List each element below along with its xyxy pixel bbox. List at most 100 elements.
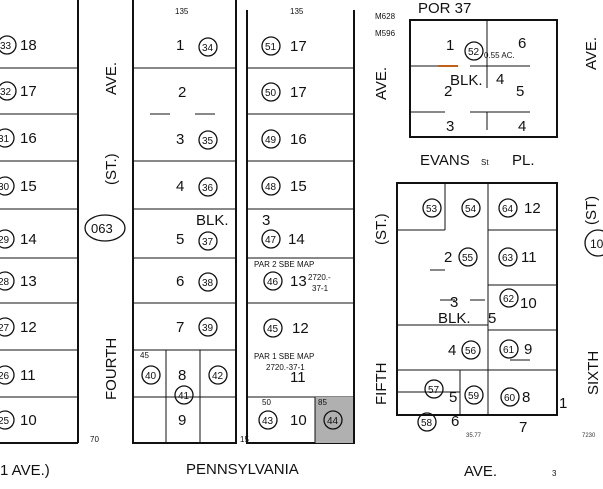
map-label: 25 — [0, 416, 10, 427]
map-label: 8 — [178, 367, 186, 384]
map-label: 61 — [503, 345, 515, 356]
map-label: 38 — [202, 278, 214, 289]
map-label: 37-1 — [312, 284, 329, 293]
lot-line — [409, 19, 558, 138]
map-label: 56 — [465, 346, 477, 357]
parcel-number-circle — [198, 177, 218, 197]
map-label: 49 — [265, 135, 277, 146]
left-lot-10: 25 10 — [0, 410, 37, 430]
map-label: 51 — [265, 42, 277, 53]
map-element — [84, 214, 126, 242]
map-label: BLK. — [196, 212, 229, 229]
parcel-number-circle — [323, 410, 343, 430]
map-label: 16 — [20, 130, 37, 147]
street-fifth-st: (ST.) — [373, 213, 390, 245]
parcel-number-circle — [0, 35, 17, 55]
page-mark: 3 — [552, 469, 557, 478]
map-label: 50 — [262, 398, 271, 407]
map-label: 3 — [176, 131, 184, 148]
parcel-number-circle — [499, 288, 519, 308]
map-label: BLK. — [438, 310, 471, 327]
map-label: 42 — [212, 371, 224, 382]
street-fourth-ave: AVE. — [103, 62, 120, 95]
map-label: 135 — [290, 7, 304, 16]
map-label: 45 — [140, 351, 149, 360]
map-label: 43 — [262, 416, 274, 427]
parcel-number-circle — [198, 37, 218, 57]
map-label: 14 — [288, 231, 305, 248]
parcel-number-circle — [417, 412, 437, 432]
map-label: 40 — [145, 371, 157, 382]
map-label: 3 — [446, 118, 454, 135]
map-label: 7 — [176, 319, 184, 336]
parcel-number-circle — [261, 36, 281, 56]
left-lot-13: 28 13 — [0, 271, 37, 291]
map-label: 37 — [202, 237, 214, 248]
map-label: 32 — [0, 87, 12, 98]
parcel-number-circle — [208, 365, 228, 385]
street-sixth: SIXTH — [585, 351, 602, 395]
map-label: 5 — [488, 310, 496, 327]
map-label: 17 — [290, 84, 307, 101]
map-label: POR 37 — [418, 0, 471, 17]
lot-line — [440, 299, 530, 361]
street-fourth-st: (ST.) — [103, 153, 120, 185]
lot-line — [396, 182, 558, 416]
lot-line — [0, 0, 79, 444]
map-label: 1 — [559, 395, 567, 412]
parcel-number-circle — [498, 247, 518, 267]
block5: 53 54 64 12 2 55 63 11 62 10 3 BLK. 5 4 … — [396, 182, 567, 439]
parcel-number-circle — [261, 129, 281, 149]
map-label: 9 — [524, 341, 532, 358]
map-label: 5 — [449, 389, 457, 406]
map-label: 0.55 AC. — [484, 51, 515, 60]
map-label: 16 — [290, 131, 307, 148]
map-label: 2 — [444, 249, 452, 266]
parcel-number-circle — [0, 176, 15, 196]
map-label: 10 — [520, 295, 537, 312]
map-label: 52 — [468, 47, 480, 58]
map-label: 2 — [178, 84, 186, 101]
parcel-number-circle — [263, 318, 283, 338]
map-label: 63 — [502, 253, 514, 264]
map-label: 5 — [516, 83, 524, 100]
right-edge-parcel: 10 — [584, 229, 603, 257]
map-label: 2720.-37-1 — [266, 363, 305, 372]
street-evans-st: St — [481, 158, 489, 167]
parcel-number-circle — [0, 81, 17, 101]
lot-line — [133, 67, 236, 443]
street-pennsylvania: PENNSYLVANIA — [186, 461, 299, 478]
map-label: 33 — [0, 41, 12, 52]
map-label: 41 — [178, 391, 190, 402]
parcel-number-circle — [198, 130, 218, 150]
map-label: 10 — [20, 412, 37, 429]
map-label: 15 — [290, 178, 307, 195]
map-label: 6 — [451, 413, 459, 430]
map-label: 13 — [20, 273, 37, 290]
map-label: 12 — [292, 320, 309, 337]
map-label: 28 — [0, 277, 10, 288]
parcel-number-circle — [198, 272, 218, 292]
lot-line — [410, 20, 530, 130]
parcel-number-circle — [0, 410, 15, 430]
lot-line — [132, 0, 237, 444]
lot-line — [0, 67, 78, 398]
parcel-number-circle — [263, 271, 283, 291]
parcel-number-circle — [464, 385, 484, 405]
map-label: 60 — [504, 393, 516, 404]
map-label: PAR 2 SBE MAP — [254, 260, 314, 269]
map-label: 4 — [518, 118, 526, 135]
map-label: 45 — [267, 324, 279, 335]
parcel-number-circle — [499, 339, 519, 359]
map-label: 59 — [468, 391, 480, 402]
map-label: 1 — [446, 37, 454, 54]
map-label: 15 — [20, 178, 37, 195]
map-label: 14 — [20, 231, 37, 248]
map-label: 26 — [0, 371, 10, 382]
